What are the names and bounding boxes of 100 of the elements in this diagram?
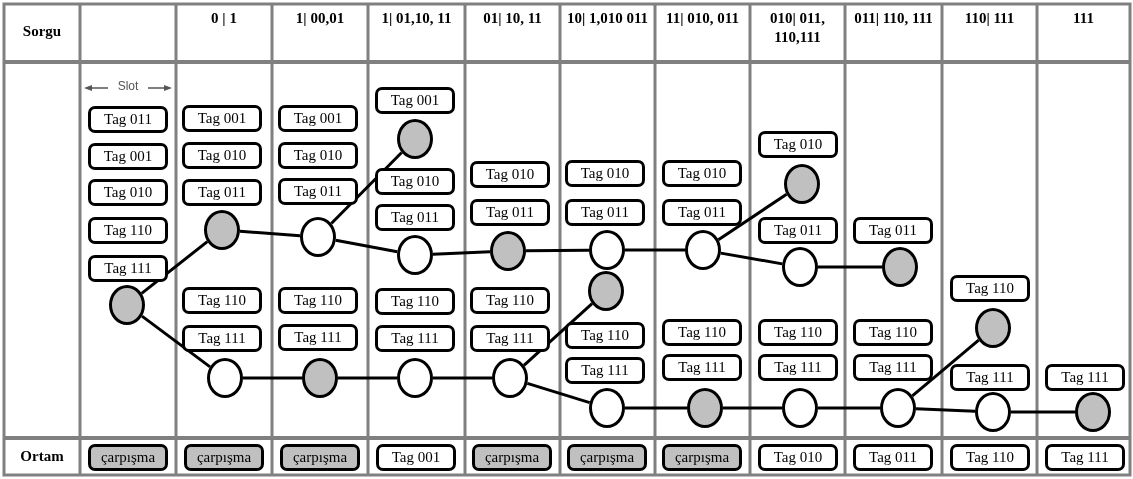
tag-box: Tag 110 <box>470 286 550 314</box>
query-header: 010| 011, 110,111 <box>769 9 826 47</box>
query-header: 01| 10, 11 <box>482 9 543 28</box>
tag-box: Tag 111 <box>470 324 550 352</box>
tag-box: Tag 111 <box>1045 363 1125 391</box>
collision-box: çarpışma <box>472 443 552 471</box>
tag-box: Tag 110 <box>182 286 262 314</box>
tag-box: Tag 111 <box>88 254 168 282</box>
tag-box: Tag 011 <box>470 198 550 226</box>
tree-node-circle <box>782 388 818 428</box>
tree-branch-line <box>433 376 492 380</box>
query-header: 1| 01,10, 11 <box>380 9 453 28</box>
query-header: Sorgu <box>21 22 63 41</box>
tree-branch-line <box>625 248 685 252</box>
tree-branch-line <box>243 376 302 380</box>
tag-box: Tag 011 <box>375 203 455 231</box>
tree-branch-line <box>239 229 301 238</box>
tree-branch-line <box>141 314 211 369</box>
tree-node-circle <box>397 235 433 275</box>
collision-box: çarpışma <box>88 443 168 471</box>
tag-box: Tag 010 <box>470 160 550 188</box>
tag-box: Tag 110 <box>758 318 838 346</box>
tag-box: Tag 110 <box>278 286 358 314</box>
tree-node-circle <box>589 388 625 428</box>
tag-box: Tag 111 <box>662 353 742 381</box>
tag-box: Tag 001 <box>376 443 456 471</box>
tree-branch-line <box>717 193 788 241</box>
tree-branch-line <box>720 251 783 266</box>
tree-node-circle <box>397 358 433 398</box>
tag-box: Tag 011 <box>662 198 742 226</box>
tag-box: Tag 010 <box>565 159 645 187</box>
query-header: 110| 111 <box>963 9 1016 28</box>
tree-branch-line <box>526 381 591 405</box>
tree-branch-line <box>915 407 976 413</box>
tree-branch-line <box>1011 410 1075 414</box>
tag-box: Tag 010 <box>662 159 742 187</box>
tag-box: Tag 011 <box>565 198 645 226</box>
tree-node-circle <box>880 388 916 428</box>
tree-branch-line <box>140 240 209 295</box>
tag-box: Tag 110 <box>88 216 168 244</box>
tree-node-circle <box>588 271 624 311</box>
tag-box: Tag 011 <box>853 443 933 471</box>
collision-box: çarpışma <box>280 443 360 471</box>
tree-node-circle <box>782 247 818 287</box>
query-header: 111 <box>1072 9 1095 28</box>
query-header: 011| 110, 111 <box>853 9 934 28</box>
tree-node-circle <box>490 231 526 271</box>
tag-box: Tag 111 <box>375 324 455 352</box>
tree-branch-line <box>911 338 980 398</box>
tag-box: Tag 010 <box>88 178 168 206</box>
tag-box: Tag 110 <box>375 287 455 315</box>
tree-node-circle <box>109 285 145 325</box>
tag-box: Tag 011 <box>758 216 838 244</box>
tree-branch-line <box>625 406 687 410</box>
tree-branch-line <box>526 248 589 253</box>
tag-box: Tag 001 <box>88 142 168 170</box>
tag-box: Tag 111 <box>182 324 262 352</box>
tag-box: Tag 001 <box>182 104 262 132</box>
tree-node-circle <box>492 358 528 398</box>
tree-node-circle <box>302 358 338 398</box>
tag-box: Tag 111 <box>1045 443 1125 471</box>
tag-box: Tag 010 <box>758 443 838 471</box>
tree-branch-line <box>818 265 882 269</box>
tag-box: Tag 011 <box>182 178 262 206</box>
tag-box: Tag 111 <box>950 363 1030 391</box>
tag-box: Tag 111 <box>278 323 358 351</box>
tree-branch-line <box>818 406 880 410</box>
tree-node-circle <box>975 392 1011 432</box>
tree-branch-line <box>522 302 594 367</box>
medium-label: Ortam <box>19 447 65 466</box>
tag-box: Tag 010 <box>182 141 262 169</box>
tree-node-circle <box>975 308 1011 348</box>
tree-branch-line <box>335 238 398 254</box>
tree-branch-line <box>338 376 397 380</box>
query-header: 10| 1,010 011 <box>565 9 650 28</box>
slot-label: Slot <box>108 79 148 93</box>
tree-node-circle <box>687 388 723 428</box>
tag-box: Tag 110 <box>950 274 1030 302</box>
tag-box: Tag 111 <box>758 353 838 381</box>
collision-box: çarpışma <box>184 443 264 471</box>
tag-box: Tag 001 <box>278 104 358 132</box>
tag-box: Tag 110 <box>662 318 742 346</box>
tag-box: Tag 110 <box>853 318 933 346</box>
tree-branch-line <box>432 250 491 256</box>
tree-node-circle <box>589 230 625 270</box>
query-header: 11| 010, 011 <box>665 9 740 28</box>
tag-box: Tag 001 <box>375 86 455 114</box>
tag-box: Tag 111 <box>565 356 645 384</box>
tag-box: Tag 110 <box>565 321 645 349</box>
tree-node-circle <box>397 119 433 159</box>
tree-node-circle <box>300 217 336 257</box>
collision-box: çarpışma <box>662 443 742 471</box>
collision-box: çarpışma <box>567 443 647 471</box>
tree-node-circle <box>882 247 918 287</box>
tag-box: Tag 011 <box>278 177 358 205</box>
tag-box: Tag 011 <box>853 216 933 244</box>
tree-node-circle <box>784 164 820 204</box>
tag-box: Tag 010 <box>375 167 455 195</box>
tag-box: Tag 010 <box>278 141 358 169</box>
tag-box: Tag 011 <box>88 105 168 133</box>
